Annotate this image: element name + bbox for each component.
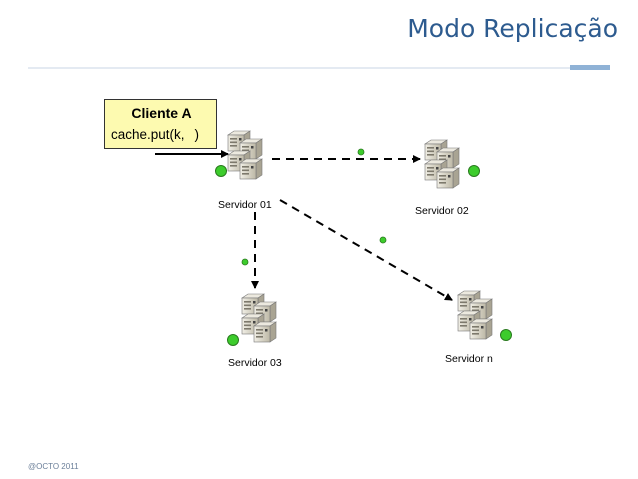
server-02-label: Servidor 02 [415,205,469,217]
client-code-call: cache.put(k, [111,127,185,142]
data-dot-server-02 [468,165,480,177]
transit-dot-to-02 [357,148,365,156]
replication-arrow-to-n [279,199,453,301]
transit-dot-to-03 [241,258,249,266]
data-dot-server-n [500,329,512,341]
transit-dot-to-n [379,236,387,244]
server-01-icon [228,131,262,179]
slide-footer: @OCTO 2011 [28,462,79,471]
header-accent-bar [570,65,610,70]
client-title: Cliente A [131,105,192,121]
data-dot-server-03 [227,334,239,346]
slide-title: Modo Replicação [407,14,618,43]
server-02-icon [425,140,459,188]
server-n-icon [458,291,492,339]
server-03-label: Servidor 03 [228,357,282,369]
server-03-icon [242,294,276,342]
server-01-label: Servidor 01 [218,199,272,211]
client-code-close: ) [194,127,200,142]
data-dot-server-01 [215,165,227,177]
client-code: cache.put(k,) [111,127,199,142]
server-n-label: Servidor n [445,353,493,365]
client-box: Cliente A cache.put(k,) [104,99,217,149]
